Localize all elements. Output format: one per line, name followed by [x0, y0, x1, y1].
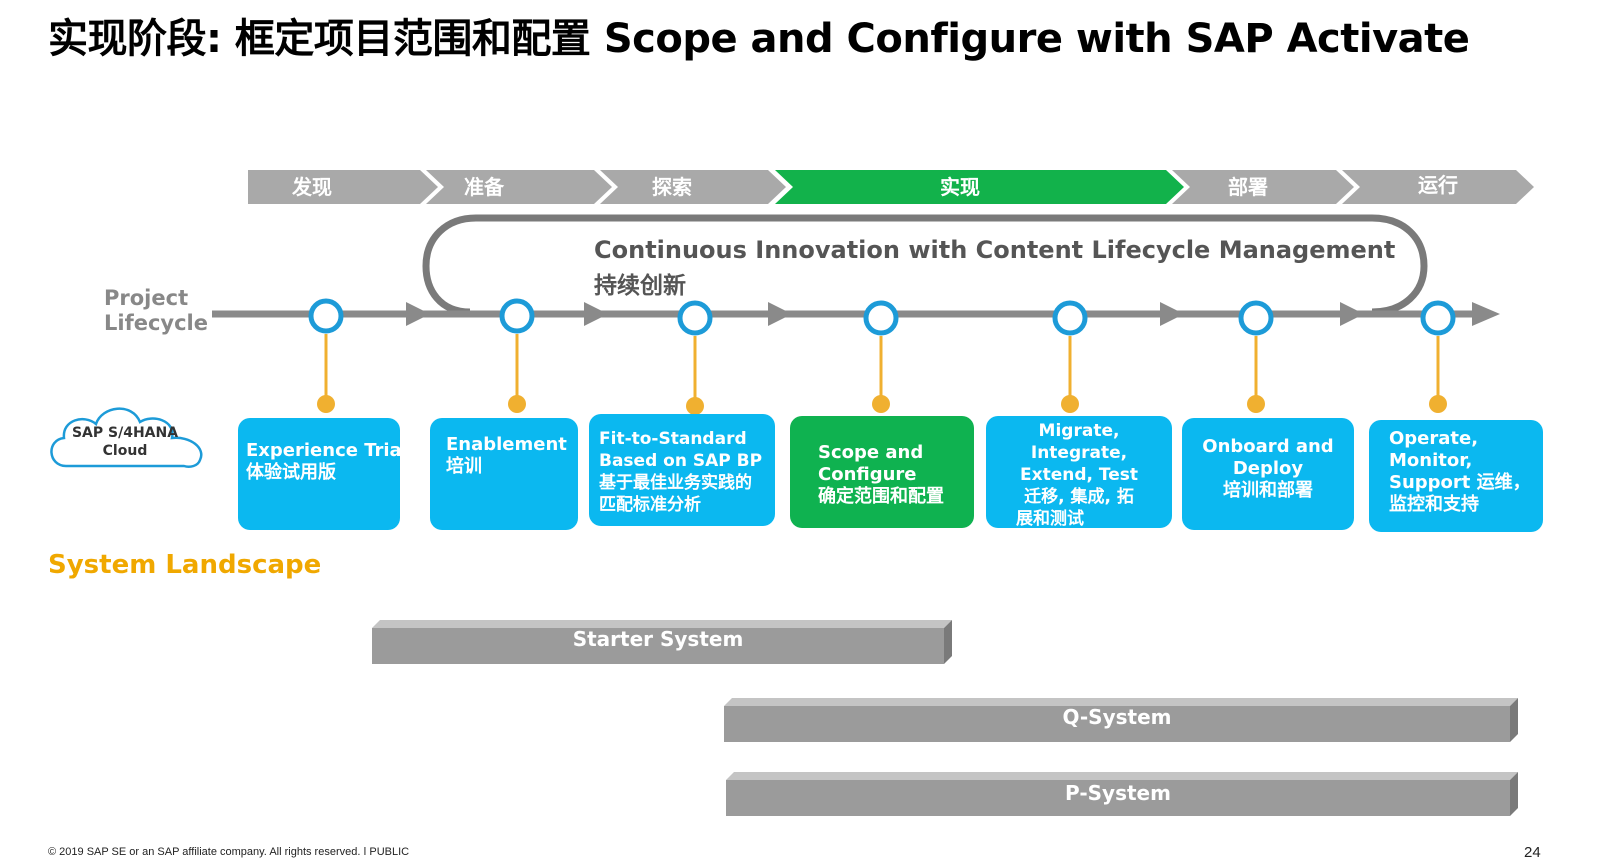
step-line: Integrate,: [1030, 443, 1128, 463]
step-line: Migrate,: [1038, 421, 1120, 441]
phase-label-explore: 探索: [652, 175, 692, 199]
step-line: Support 运维，: [1389, 472, 1531, 493]
page-number: 24: [1524, 844, 1541, 861]
connector-dot: [508, 395, 526, 413]
cloud-label-line: SAP S/4HANA: [71, 425, 179, 441]
phase-chevron-realize: [775, 170, 1184, 204]
step-line: Configure: [818, 464, 917, 485]
step-line: Fit-to-Standard: [599, 429, 747, 449]
step-fit-to-standard: Fit-to-Standard Based on SAP BP 基于最佳业务实践…: [589, 414, 775, 526]
milestone-node: [308, 298, 344, 334]
project-lifecycle-line: Lifecycle: [104, 311, 208, 335]
connector-dot: [872, 395, 890, 413]
phase-chevron-run: [1342, 170, 1534, 204]
step-connectors: [324, 334, 1440, 404]
step-line: 确定范围和配置: [818, 486, 944, 507]
step-line: Scope and: [818, 442, 924, 463]
lifecycle-arrowheads: [406, 302, 1500, 326]
milestone-node: [499, 298, 535, 334]
milestone-node: [1052, 300, 1088, 336]
connector-dot: [1061, 395, 1079, 413]
p-system-label: P-System: [1065, 781, 1171, 805]
project-lifecycle-label: Project Lifecycle: [104, 286, 208, 336]
step-line: 体验试用版: [246, 462, 336, 483]
axis-arrowhead: [1340, 302, 1364, 326]
phase-label-run: 运行: [1418, 173, 1458, 197]
project-lifecycle-line: Project: [104, 286, 189, 310]
p-system-bar-face: [726, 780, 1510, 816]
step-line: Deploy: [1232, 458, 1304, 479]
axis-arrowhead: [768, 302, 792, 326]
step-line: 培训和部署: [1223, 480, 1313, 501]
step-enablement: Enablement 培训: [430, 418, 578, 530]
step-line: Onboard and: [1202, 436, 1334, 457]
phase-chevron-explore: [600, 170, 786, 204]
milestone-node: [677, 300, 713, 336]
continuous-innovation-loop: [422, 214, 1428, 316]
system-landscape-label: System Landscape: [48, 550, 322, 580]
cloud-label-line: Cloud: [102, 443, 148, 459]
sap-cloud-label: SAP S/4HANA Cloud: [60, 424, 190, 460]
footer-copyright: © 2019 SAP SE or an SAP affiliate compan…: [48, 846, 410, 858]
phase-label-prepare: 准备: [464, 175, 505, 199]
page-title: 实现阶段: 框定项目范围和配置 Scope and Configure with…: [48, 16, 1470, 62]
step-line: 监控和支持: [1389, 494, 1479, 515]
axis-arrowhead: [1472, 302, 1500, 326]
q-system-bar-top: [724, 698, 1518, 706]
p-system-bar-side: [1510, 772, 1518, 816]
q-system-bar-side: [1510, 698, 1518, 742]
q-system-bar-face: [724, 706, 1510, 742]
step-line: Enablement: [446, 434, 567, 455]
step-line: Operate,: [1389, 428, 1479, 449]
step-line: Monitor,: [1389, 450, 1473, 471]
phase-label-discover: 发现: [291, 175, 332, 199]
step-line: 匹配标准分析: [599, 495, 701, 515]
milestone-node: [1238, 300, 1274, 336]
continuous-innovation-subtitle: 持续创新: [594, 273, 686, 299]
phase-bar: 发现 准备 探索 实现 部署 运行: [248, 170, 1534, 204]
starter-system-bar-face: [372, 628, 944, 664]
step-line: Based on SAP BP: [599, 451, 763, 471]
milestone-node: [863, 300, 899, 336]
milestone-nodes: [308, 298, 1456, 336]
starter-system-bar-side: [944, 620, 952, 664]
step-line: 基于最佳业务实践的: [599, 473, 752, 493]
starter-system-bar-top: [372, 620, 952, 628]
starter-system-label: Starter System: [572, 627, 744, 651]
step-operate-monitor-support: Operate, Monitor, Support 运维， 监控和支持: [1369, 420, 1543, 532]
connector-dots: [317, 395, 1447, 415]
axis-arrowhead: [584, 302, 608, 326]
connector-dot: [1247, 395, 1265, 413]
step-line: Extend, Test: [1020, 465, 1138, 485]
step-line: Experience Trial: [246, 440, 408, 461]
phase-label-deploy: 部署: [1228, 175, 1268, 199]
phase-chevron-deploy: [1172, 170, 1354, 204]
phase-chevron-discover: [248, 170, 438, 204]
connector-dot: [317, 395, 335, 413]
step-migrate-integrate: Migrate, Integrate, Extend, Test 迁移, 集成,…: [986, 416, 1172, 529]
p-system-bar-top: [726, 772, 1518, 780]
connector-dot: [1429, 395, 1447, 413]
step-experience-trial: Experience Trial 体验试用版: [238, 418, 408, 530]
milestone-node: [1420, 300, 1456, 336]
step-onboard-and-deploy: Onboard and Deploy 培训和部署: [1182, 418, 1354, 530]
sap-cloud-icon: [50, 407, 203, 468]
connector-dot: [686, 397, 704, 415]
axis-arrowhead: [406, 302, 430, 326]
step-line: 展和测试: [1016, 509, 1084, 529]
system-bars-3d: [372, 620, 1518, 816]
q-system-label: Q-System: [1062, 705, 1172, 729]
step-line: 培训: [446, 456, 482, 477]
step-scope-and-configure: Scope and Configure 确定范围和配置: [790, 416, 974, 528]
continuous-innovation-title: Continuous Innovation with Content Lifec…: [594, 236, 1396, 264]
phase-label-realize: 实现: [940, 175, 980, 199]
step-line: 迁移, 集成, 拓: [1024, 487, 1134, 507]
axis-arrowhead: [1160, 302, 1184, 326]
phase-chevron-prepare: [426, 170, 612, 204]
